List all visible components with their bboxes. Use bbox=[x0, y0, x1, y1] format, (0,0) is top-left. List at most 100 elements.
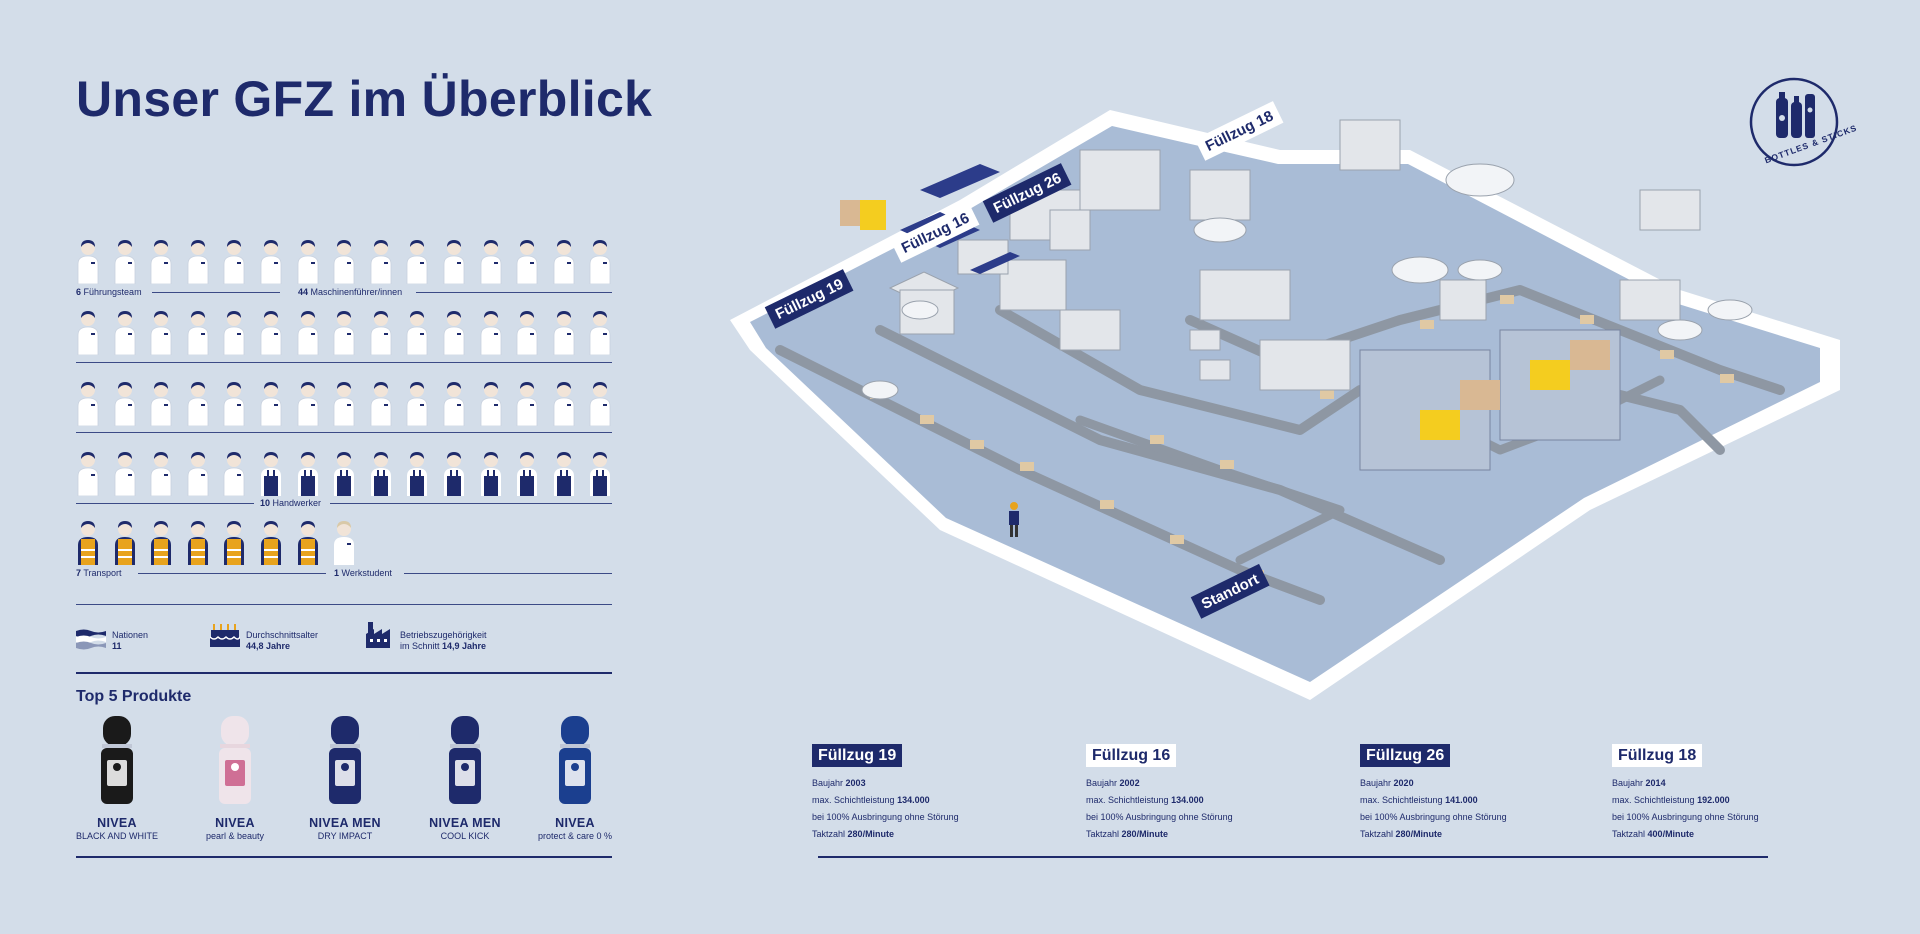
employee-icon bbox=[442, 380, 466, 427]
palletizing-area bbox=[840, 200, 1621, 471]
spec-baujahr: Baujahr 2014 bbox=[1612, 778, 1666, 788]
employee-icon bbox=[552, 380, 576, 427]
spec-fuellzug-19: Füllzug 19 Baujahr 2003 max. Schichtleis… bbox=[812, 744, 1042, 840]
employee-icon bbox=[113, 380, 137, 427]
employee-icon bbox=[515, 309, 539, 356]
row-divider bbox=[76, 432, 612, 433]
employee-icon bbox=[296, 238, 320, 285]
employee-icon bbox=[113, 450, 137, 497]
employee-icon bbox=[515, 380, 539, 427]
craftsman-icon bbox=[552, 450, 576, 496]
craftsman-icon bbox=[332, 450, 356, 496]
employee-icon bbox=[405, 380, 429, 427]
employee-icon bbox=[332, 309, 356, 356]
employee-icon bbox=[479, 238, 503, 285]
spec-leistung: max. Schichtleistung 134.000 bbox=[1086, 795, 1204, 805]
transport-worker-icon bbox=[76, 519, 100, 565]
transport-worker-icon bbox=[222, 519, 246, 565]
employee-icon bbox=[149, 309, 173, 356]
transport-line bbox=[138, 573, 326, 574]
transport-worker-icon bbox=[149, 519, 173, 565]
employee-icon bbox=[259, 380, 283, 427]
employee-icon bbox=[76, 380, 100, 427]
craftsman-icon bbox=[588, 450, 612, 496]
specs-divider bbox=[818, 856, 1768, 858]
employee-icon bbox=[222, 450, 246, 497]
staff-row-1 bbox=[76, 238, 612, 292]
employee-icon bbox=[296, 380, 320, 427]
employee-icon bbox=[552, 309, 576, 356]
spec-baujahr: Baujahr 2002 bbox=[1086, 778, 1140, 788]
handwerker-label: 10 Handwerker bbox=[260, 498, 322, 508]
product-5: NIVEA protect & care 0 % bbox=[520, 716, 630, 841]
section-divider bbox=[76, 604, 612, 605]
employee-icon bbox=[479, 309, 503, 356]
employee-icon bbox=[369, 238, 393, 285]
employee-icon bbox=[149, 450, 173, 497]
deodorant-bottle-icon bbox=[180, 716, 290, 806]
factory-icon bbox=[366, 622, 390, 648]
employee-icon bbox=[405, 238, 429, 285]
spec-fuellzug-26: Füllzug 26 Baujahr 2020 max. Schichtleis… bbox=[1360, 744, 1590, 840]
spec-bedingung: bei 100% Ausbringung ohne Störung bbox=[1086, 812, 1233, 822]
visitor-person-icon bbox=[1009, 502, 1019, 537]
product-brand: NIVEA bbox=[215, 816, 255, 830]
employee-icon bbox=[588, 380, 612, 427]
spec-leistung: max. Schichtleistung 141.000 bbox=[1360, 795, 1478, 805]
spec-bedingung: bei 100% Ausbringung ohne Störung bbox=[1360, 812, 1507, 822]
transport-worker-icon bbox=[296, 519, 320, 565]
deodorant-bottle-icon bbox=[520, 716, 630, 806]
employee-icon bbox=[405, 309, 429, 356]
bottles-sticks-logo: BOTTLES & STICKS bbox=[1748, 76, 1858, 168]
product-variant: BLACK AND WHITE bbox=[75, 831, 158, 841]
employee-icon bbox=[76, 450, 100, 497]
product-brand: NIVEA MEN bbox=[429, 816, 501, 830]
student-icon bbox=[332, 519, 356, 565]
product-3: NIVEA MEN DRY IMPACT bbox=[290, 716, 400, 841]
employee-icon bbox=[588, 309, 612, 356]
employee-icon bbox=[113, 238, 137, 285]
employee-icon bbox=[332, 238, 356, 285]
spec-title: Füllzug 16 bbox=[1086, 744, 1177, 767]
craftsman-icon bbox=[405, 450, 429, 496]
transport-label: 7 Transport bbox=[76, 568, 122, 578]
employee-icon bbox=[369, 309, 393, 356]
product-brand: NIVEA bbox=[97, 816, 137, 830]
page-title: Unser GFZ im Überblick bbox=[76, 71, 653, 127]
spec-title: Füllzug 26 bbox=[1360, 744, 1451, 767]
transport-worker-icon bbox=[186, 519, 210, 565]
product-variant: COOL KICK bbox=[440, 831, 490, 841]
product-4: NIVEA MEN COOL KICK bbox=[410, 716, 520, 841]
employee-icon bbox=[76, 238, 100, 285]
spec-title: Füllzug 19 bbox=[812, 744, 903, 767]
spec-takt: Taktzahl 400/Minute bbox=[1612, 829, 1695, 839]
employee-icon bbox=[259, 238, 283, 285]
rotary-tables bbox=[861, 163, 1753, 400]
product-brand: NIVEA bbox=[555, 816, 595, 830]
employee-icon bbox=[76, 309, 100, 356]
employee-icon bbox=[515, 238, 539, 285]
employee-icon bbox=[552, 238, 576, 285]
spec-takt: Taktzahl 280/Minute bbox=[1360, 829, 1443, 839]
section-divider-thick bbox=[76, 672, 612, 674]
fuehrung-line bbox=[152, 292, 280, 293]
factory-map bbox=[730, 110, 1840, 700]
flags-icon bbox=[76, 629, 106, 650]
employee-icon bbox=[479, 380, 503, 427]
staff-row-3 bbox=[76, 380, 612, 434]
craftsman-icon bbox=[515, 450, 539, 496]
spec-title: Füllzug 18 bbox=[1612, 744, 1703, 767]
product-variant: DRY IMPACT bbox=[317, 831, 373, 841]
employee-icon bbox=[222, 380, 246, 427]
employee-icon bbox=[369, 380, 393, 427]
spec-leistung: max. Schichtleistung 134.000 bbox=[812, 795, 930, 805]
deodorant-bottle-icon bbox=[290, 716, 400, 806]
craftsman-icon bbox=[479, 450, 503, 496]
spec-baujahr: Baujahr 2003 bbox=[812, 778, 866, 788]
employee-icon bbox=[259, 309, 283, 356]
spec-takt: Taktzahl 280/Minute bbox=[812, 829, 895, 839]
employee-icon bbox=[186, 380, 210, 427]
employee-icon bbox=[442, 238, 466, 285]
